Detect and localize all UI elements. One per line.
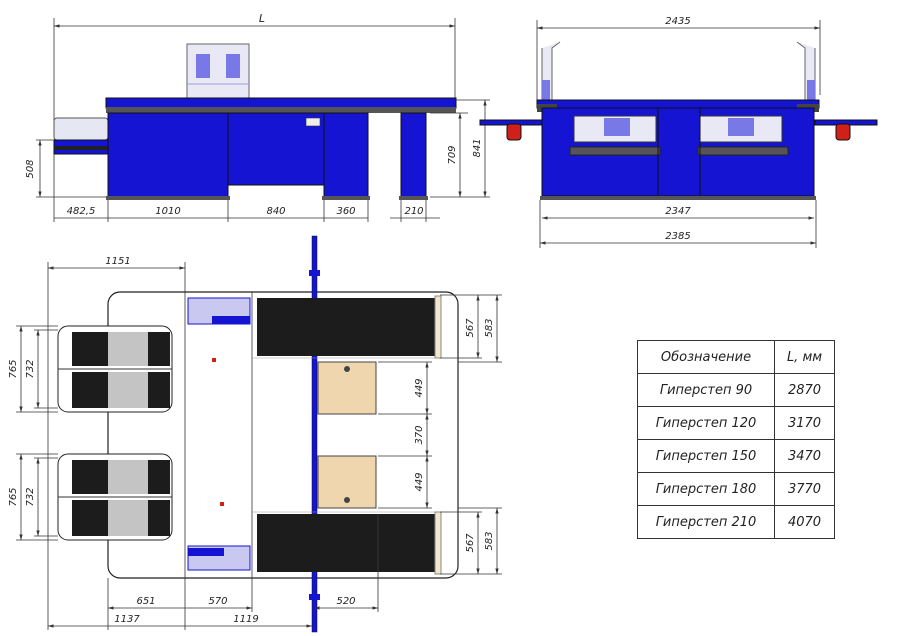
- left-red-marker: [506, 123, 522, 141]
- row-name: Гиперстеп 210: [637, 505, 775, 539]
- seg-482: 482,5: [67, 206, 96, 217]
- seg-360: 360: [336, 206, 355, 217]
- row-length: 4070: [774, 505, 835, 539]
- belt-bottom: [257, 514, 435, 572]
- pair2-765: 765: [8, 487, 19, 506]
- row-length: 3770: [774, 472, 835, 506]
- right-red-marker: [835, 123, 851, 141]
- height-841: 841: [472, 138, 483, 157]
- row-name: Гиперстеп 90: [637, 373, 775, 407]
- bottom-520: 520: [336, 596, 355, 607]
- col-designation: Обозначение: [637, 340, 775, 374]
- right2-583: 583: [484, 531, 495, 550]
- gap-449-bottom: 449: [414, 472, 425, 491]
- right2-567: 567: [465, 533, 476, 553]
- col-length: L, мм: [774, 340, 835, 374]
- row-length: 3170: [774, 406, 835, 440]
- table-row: Гиперстеп 180 3770: [637, 472, 835, 506]
- front-view: L 508 709 841: [25, 12, 490, 222]
- height-709: 709: [447, 145, 458, 164]
- gap-370: 370: [414, 425, 425, 444]
- pair2-732: 732: [25, 487, 36, 506]
- pair1-732: 732: [25, 359, 36, 378]
- table-row: Гиперстеп 120 3170: [637, 406, 835, 440]
- row-length: 2870: [774, 373, 835, 407]
- spec-table: Обозначение L, мм Гиперстеп 90 2870 Гипе…: [637, 340, 835, 539]
- row-name: Гиперстеп 150: [637, 439, 775, 473]
- bagging-tray: [53, 117, 109, 141]
- table-row: Гиперстеп 210 4070: [637, 505, 835, 539]
- row-length: 3470: [774, 439, 835, 473]
- gap-449-top: 449: [414, 378, 425, 397]
- center-bar: [311, 235, 318, 633]
- length-label: L: [259, 12, 265, 25]
- right1-567: 567: [465, 318, 476, 338]
- plan-width-top: 1151: [105, 256, 130, 267]
- bottom-1119: 1119: [233, 614, 258, 625]
- height-508: 508: [25, 159, 36, 178]
- belt-top: [257, 298, 435, 356]
- bottom-651: 651: [136, 596, 155, 607]
- seg-1010: 1010: [155, 206, 180, 217]
- cabinet-left: [107, 112, 229, 198]
- side-view: 2435 2347 2385: [479, 16, 878, 248]
- seg-210: 210: [404, 206, 423, 217]
- bottom-570: 570: [208, 596, 227, 607]
- counter-top: [105, 97, 457, 109]
- end-post: [400, 112, 427, 198]
- right1-583: 583: [484, 318, 495, 337]
- cabinet-right: [323, 112, 369, 198]
- table-row: Гиперстеп 150 3470: [637, 439, 835, 473]
- table-row: Гиперстеп 90 2870: [637, 373, 835, 407]
- plan-view: 1151: [8, 235, 502, 633]
- spec-table-header: Обозначение L, мм: [637, 340, 835, 374]
- row-name: Гиперстеп 120: [637, 406, 775, 440]
- row-name: Гиперстеп 180: [637, 472, 775, 506]
- pair1-765: 765: [8, 359, 19, 378]
- seg-840: 840: [266, 206, 285, 217]
- side-width-inner: 2347: [665, 206, 691, 217]
- bottom-1137: 1137: [114, 614, 140, 625]
- side-width-outer: 2385: [665, 231, 690, 242]
- side-width-top: 2435: [665, 16, 690, 27]
